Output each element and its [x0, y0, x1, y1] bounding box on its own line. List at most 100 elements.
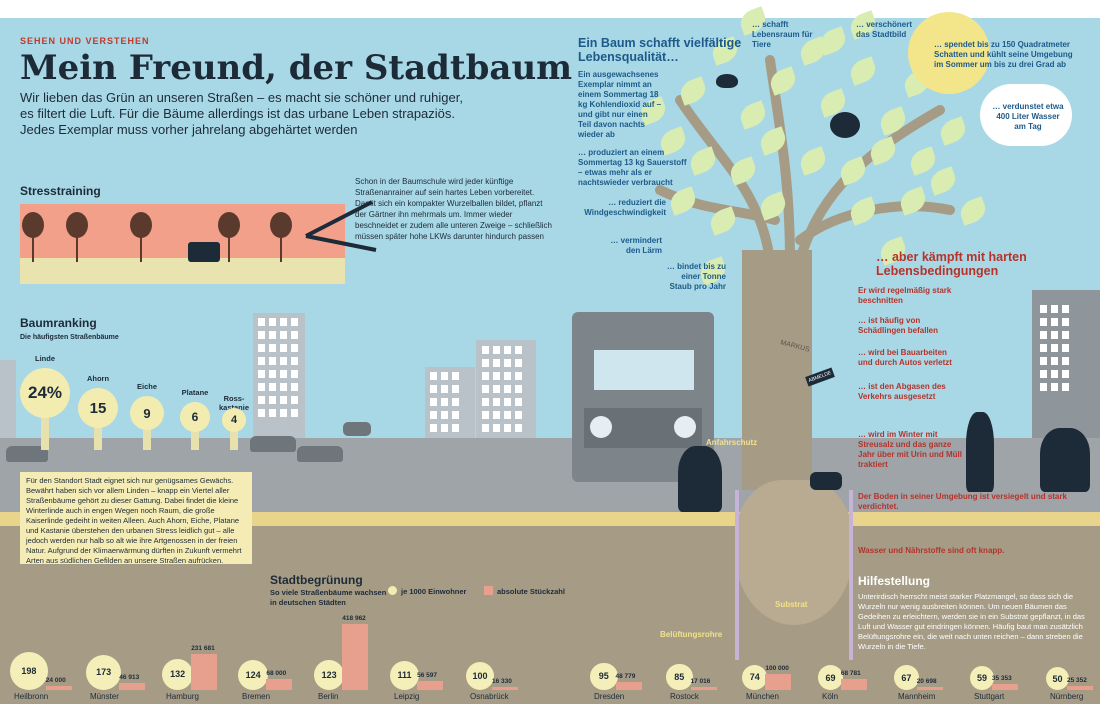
city-absolute-label: 56 597: [417, 672, 437, 680]
struggle-pests: … ist häufig von Schädlingen befallen: [858, 316, 939, 335]
window: [482, 346, 489, 354]
window: [1040, 383, 1047, 391]
struggle-exhaust: … ist den Abgasen des Verkehrs ausgesetz…: [858, 382, 946, 401]
window: [1040, 305, 1047, 313]
city-per-1000: 173: [86, 654, 122, 690]
ranking-subheading: Die häufigsten Straßenbäume: [20, 334, 119, 341]
struggle-water: Wasser und Nährstoffe sind oft knapp.: [858, 546, 1005, 555]
struggle-injuries: … wird bei Bauarbeiten und durch Autos v…: [858, 348, 952, 367]
person-salting-icon: [966, 412, 994, 492]
city-absolute-label: 20 698: [916, 677, 937, 685]
city-per-1000: 124: [238, 659, 269, 690]
sapling-crown: [66, 212, 88, 238]
person-reading-icon: [1040, 428, 1090, 492]
benefit-noise: … vermindert den Lärm: [610, 236, 662, 255]
window: [1062, 383, 1069, 391]
city-per-1000: 111: [390, 660, 420, 690]
window: [280, 383, 287, 391]
window: [493, 424, 500, 432]
window: [280, 370, 287, 378]
window: [291, 409, 298, 417]
benefit-wind: … reduziert die Windgeschwindigkeit: [584, 198, 666, 217]
window: [1040, 357, 1047, 365]
window: [258, 344, 265, 352]
ranking-trunk: [191, 430, 199, 450]
city-absolute-bar: [191, 653, 218, 690]
window: [504, 411, 511, 419]
window: [452, 424, 459, 432]
city-absolute-bar: [492, 687, 518, 690]
truck-windshield: [594, 350, 694, 390]
squirrel-icon: [830, 112, 860, 138]
cloud-icon: [980, 84, 1072, 146]
help-heading: Hilfestellung: [858, 574, 931, 588]
window: [430, 411, 437, 419]
city-name: Berlin: [318, 692, 339, 701]
window: [430, 385, 437, 393]
city-absolute-label: 25 352: [1067, 677, 1087, 684]
truck-light: [590, 416, 612, 438]
window: [441, 411, 448, 419]
help-text: Unterirdisch herrscht meist starker Plat…: [858, 592, 1085, 651]
city-name: Köln: [822, 692, 839, 701]
window: [1040, 318, 1047, 326]
city-absolute-label: 68 781: [840, 670, 861, 678]
struggle-pruning: Er wird regelmäßig stark beschnitten: [858, 286, 952, 305]
struggles-heading: … aber kämpft mit harten Lebensbedingung…: [876, 250, 1027, 278]
city-absolute-bar: [342, 624, 369, 690]
worker-icon: [678, 446, 722, 512]
ranking-trunk: [230, 430, 238, 450]
window: [1040, 344, 1047, 352]
window: [504, 398, 511, 406]
struggle-soil: Der Boden in seiner Umgebung ist versieg…: [858, 492, 1067, 511]
kicker: SEHEN UND VERSTEHEN: [20, 36, 150, 46]
city-per-1000: 95: [590, 662, 618, 690]
city-name: Mannheim: [898, 692, 936, 701]
city-per-1000: 100: [466, 662, 494, 690]
ranking-trunk: [94, 426, 102, 450]
window: [1051, 331, 1058, 339]
window: [258, 396, 265, 404]
window: [482, 372, 489, 380]
city-name: Osnabrück: [470, 692, 509, 701]
window: [1051, 357, 1058, 365]
city-absolute-label: 100 000: [765, 665, 789, 673]
window: [1051, 370, 1058, 378]
city-name: Münster: [90, 692, 119, 701]
label-pipes: Belüftungsrohre: [660, 630, 723, 639]
city-per-1000: 67: [894, 665, 919, 690]
ranking-trunk: [143, 428, 151, 450]
legend-absolute: absolute Stückzahl: [497, 587, 565, 596]
window: [430, 424, 437, 432]
window: [482, 359, 489, 367]
window: [269, 409, 276, 417]
sapling-crown: [218, 212, 240, 238]
window: [280, 318, 287, 326]
window: [1051, 305, 1058, 313]
city-per-1000: 74: [742, 664, 768, 690]
city-name: München: [746, 692, 779, 701]
ranking-value: 4: [222, 408, 246, 432]
window: [515, 424, 522, 432]
window: [269, 344, 276, 352]
page-title: Mein Freund, der Stadtbaum: [20, 48, 573, 88]
window: [291, 331, 298, 339]
sapling-stem: [228, 236, 230, 262]
city-absolute-bar: [690, 687, 717, 690]
window: [493, 385, 500, 393]
city-per-1000: 85: [666, 663, 693, 690]
car-icon: [297, 446, 343, 462]
window: [482, 385, 489, 393]
window: [1062, 344, 1069, 352]
sapling-crown: [270, 212, 292, 238]
aeration-pipe: [735, 490, 739, 660]
benefit-dust: … bindet bis zu einer Tonne Staub pro Ja…: [666, 262, 726, 291]
window: [515, 411, 522, 419]
window: [482, 411, 489, 419]
window: [291, 357, 298, 365]
window: [452, 411, 459, 419]
window: [1040, 331, 1047, 339]
truck-light: [674, 416, 696, 438]
window: [441, 424, 448, 432]
window: [452, 372, 459, 380]
